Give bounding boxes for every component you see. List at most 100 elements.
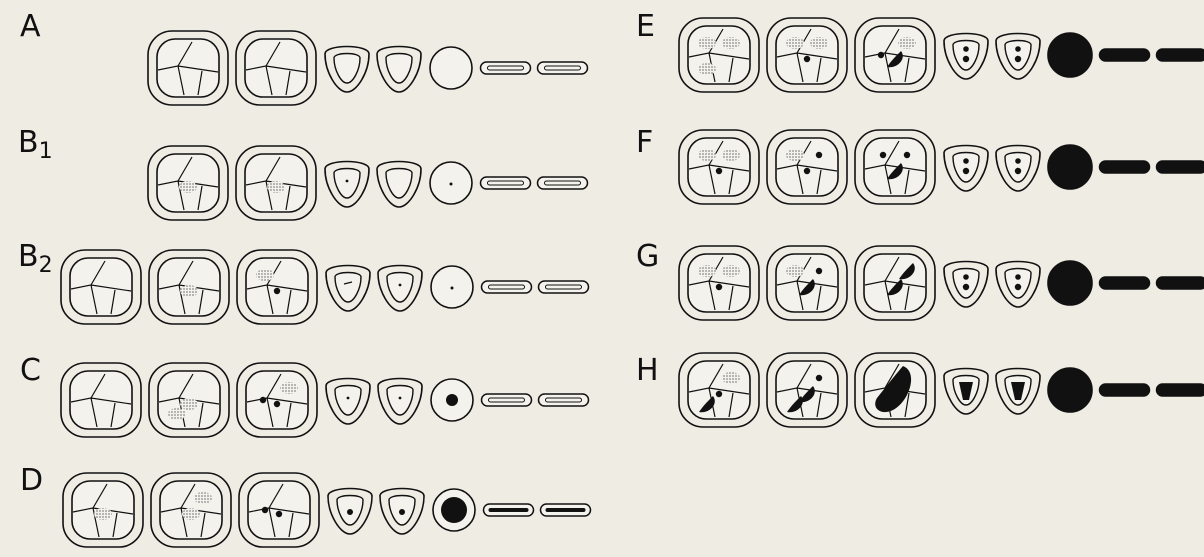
- molar-tooth: [767, 246, 847, 320]
- molar-tooth: [148, 31, 228, 105]
- stage-row-g: [679, 246, 1204, 320]
- molar-tooth: [679, 353, 759, 427]
- wear-facet-hatch: [256, 269, 274, 281]
- premolar-crown: [335, 273, 361, 303]
- premolar-tooth: [996, 146, 1040, 192]
- premolar-tooth: [377, 162, 421, 208]
- incisor-tooth: [484, 504, 534, 516]
- dentine-exposure-dot: [1015, 274, 1021, 280]
- canine-outline: [1048, 145, 1092, 189]
- molar-tooth: [151, 473, 231, 547]
- dentine-exposure-dot: [816, 268, 822, 274]
- dentine-exposure-dot: [716, 284, 722, 290]
- molar-tooth: [61, 363, 141, 437]
- molar-tooth: [855, 130, 935, 204]
- dentine-exposure-dot: [878, 52, 884, 58]
- premolar-tooth: [378, 379, 422, 425]
- premolar-tooth: [996, 34, 1040, 80]
- wear-mark: [399, 397, 402, 400]
- molar-tooth: [767, 130, 847, 204]
- premolar-crown: [953, 41, 979, 71]
- stage-row-f: [679, 130, 1204, 204]
- premolar-crown: [953, 269, 979, 299]
- wear-facet-hatch: [722, 265, 740, 277]
- molar-tooth: [149, 250, 229, 324]
- premolar-crown: [953, 153, 979, 183]
- dentine-exposure-dot: [1015, 284, 1021, 290]
- molar-tooth: [855, 353, 935, 427]
- stage-label-e: E: [636, 12, 655, 42]
- premolar-crown: [386, 169, 412, 199]
- wear-facet-hatch: [786, 37, 804, 49]
- canine-tooth: [1048, 33, 1092, 77]
- dentine-exposure-dot: [260, 397, 266, 403]
- wear-facet-hatch: [810, 37, 828, 49]
- dentine-exposure-dot: [276, 511, 282, 517]
- dentine-exposure-dot: [963, 274, 969, 280]
- wear-facet-hatch: [168, 408, 186, 420]
- stage-row-b1: [148, 146, 588, 220]
- premolar-crown: [387, 273, 413, 303]
- canine-tooth: [1048, 145, 1092, 189]
- premolar-tooth: [378, 266, 422, 312]
- wear-mark: [346, 180, 349, 183]
- premolar-crown: [1005, 41, 1031, 71]
- dentine-exposure-dot: [804, 168, 810, 174]
- dentine-exposure-dot: [816, 375, 822, 381]
- premolar-tooth: [996, 369, 1040, 415]
- incisor-tooth: [1157, 49, 1204, 61]
- molar-tooth: [767, 18, 847, 92]
- dentine-exposure-dot: [963, 168, 969, 174]
- dentine-exposure-large: [441, 497, 467, 523]
- stage-label-d: D: [20, 466, 43, 496]
- premolar-tooth: [944, 34, 988, 80]
- wear-facet-hatch: [180, 398, 198, 410]
- dentine-exposure-dot: [1015, 158, 1021, 164]
- wear-facet-hatch: [786, 149, 804, 161]
- incisor-tooth: [1157, 161, 1204, 173]
- molar-tooth: [855, 18, 935, 92]
- stage-row-d: [63, 473, 591, 547]
- wear-facet-hatch: [722, 372, 740, 384]
- wear-mark: [451, 287, 454, 290]
- incisor-outline: [1157, 277, 1204, 289]
- dentine-exposure-dot: [274, 288, 280, 294]
- wear-mark: [347, 397, 350, 400]
- molar-tooth: [767, 353, 847, 427]
- wear-mark: [450, 183, 453, 186]
- molar-tooth: [149, 363, 229, 437]
- premolar-tooth: [325, 47, 369, 93]
- molar-tooth: [63, 473, 143, 547]
- dentine-exposure-dot: [880, 152, 886, 158]
- incisor-tooth: [1157, 384, 1204, 396]
- premolar-tooth: [326, 379, 370, 425]
- wear-mark: [399, 284, 402, 287]
- canine-tooth: [431, 266, 473, 308]
- wear-facet-hatch: [194, 492, 212, 504]
- wear-facet-hatch: [786, 265, 804, 277]
- incisor-outline: [1100, 384, 1150, 396]
- premolar-crown: [334, 169, 360, 199]
- canine-outline: [1048, 368, 1092, 412]
- dentine-exposure-dot: [399, 509, 405, 515]
- dentine-exposure-dot: [816, 152, 822, 158]
- stage-label-f: F: [636, 128, 653, 158]
- premolar-tooth: [944, 262, 988, 308]
- incisor-tooth: [482, 394, 532, 406]
- premolar-crown: [1005, 153, 1031, 183]
- wear-facet-hatch: [698, 63, 716, 75]
- wear-facet-hatch: [898, 37, 916, 49]
- stage-letter: H: [636, 353, 659, 388]
- wear-facet-hatch: [267, 181, 285, 193]
- wear-facet-hatch: [182, 508, 200, 520]
- premolar-crown: [334, 54, 360, 84]
- molar-tooth: [679, 246, 759, 320]
- molar-tooth: [679, 18, 759, 92]
- wear-facet-hatch: [698, 265, 716, 277]
- canine-tooth: [431, 379, 473, 421]
- dentine-exposure-dot: [1015, 56, 1021, 62]
- dentine-exposure-dot: [963, 46, 969, 52]
- wear-facet-hatch: [94, 508, 112, 520]
- stage-letter: E: [636, 9, 655, 44]
- premolar-tooth: [944, 146, 988, 192]
